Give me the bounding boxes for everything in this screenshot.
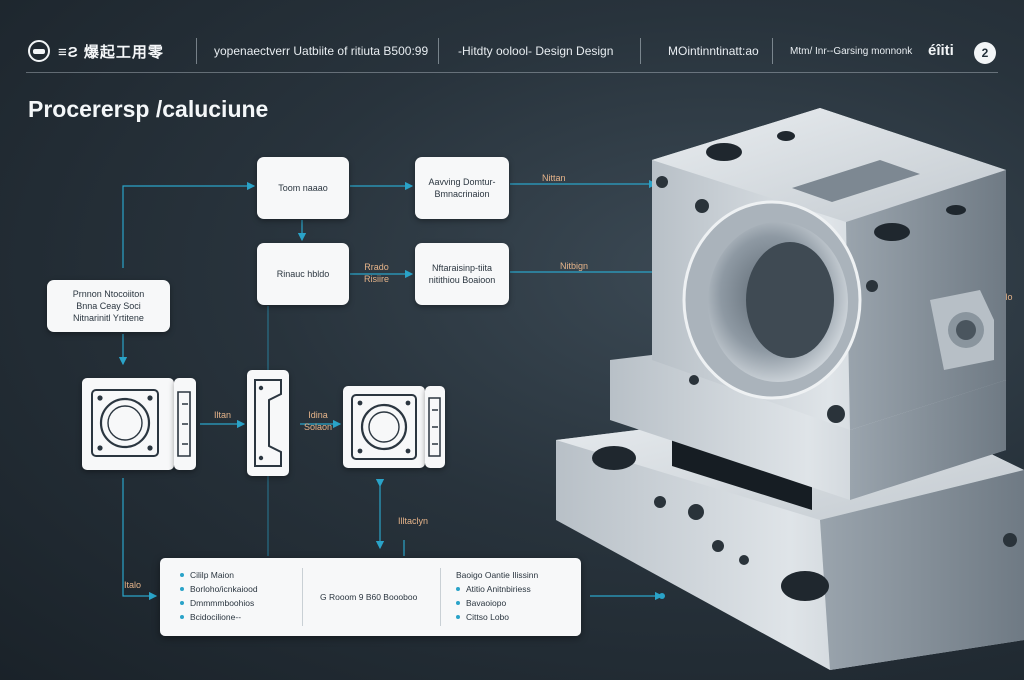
nav-divider bbox=[438, 38, 439, 64]
bullet-icon bbox=[180, 573, 184, 577]
part-tile-flange-small[interactable] bbox=[343, 386, 425, 468]
profile-part-icon bbox=[254, 379, 282, 467]
summary-item: Atitio Anitnbiriess bbox=[456, 582, 538, 596]
flange-small-side-icon bbox=[428, 397, 441, 457]
header-bar: ≡Ƨ 爆起工用零 yopenaectverr Uatbiite of ritiu… bbox=[0, 0, 1024, 84]
bullet-icon bbox=[180, 615, 184, 619]
summary-col-1: Cililp Maion Borloho/icnkaiood Dmmmmbooh… bbox=[180, 568, 258, 624]
label-right-2: Nitbign bbox=[560, 261, 589, 271]
label-arrow-2: Idina Solaon bbox=[304, 410, 333, 432]
flow-node-top[interactable]: Toom naaao bbox=[257, 157, 349, 219]
summary-col-3: Baoigo Oantie Ilissinn Atitio Anitnbirie… bbox=[456, 568, 538, 624]
part-tile-flange-small-side[interactable] bbox=[425, 386, 445, 468]
machined-part-render bbox=[556, 108, 1024, 670]
label-mid: Rrado Risiire bbox=[364, 262, 390, 284]
part-tile-flange-side[interactable] bbox=[174, 378, 196, 470]
summary-item: Bcidocilione-- bbox=[180, 610, 258, 624]
summary-item: Baoigo Oantie Ilissinn bbox=[456, 570, 539, 580]
nav-item-4[interactable]: Mtm/ Inr--Garsing monnonk bbox=[790, 46, 913, 57]
summary-divider bbox=[440, 568, 441, 626]
bullet-icon bbox=[456, 587, 460, 591]
label-left-bottom: Italo bbox=[124, 580, 142, 590]
connector-left-top bbox=[122, 181, 256, 268]
flange-small-icon bbox=[351, 394, 417, 460]
flange-side-icon bbox=[177, 391, 191, 457]
summary-item: Dmmmmboohios bbox=[180, 596, 258, 610]
label-vertical: Illtaclyn bbox=[398, 516, 429, 526]
nav-item-3[interactable]: MOintinntinatt:ao bbox=[668, 44, 759, 58]
logo-text: ≡Ƨ 爆起工用零 bbox=[58, 43, 164, 61]
connector-left-summary bbox=[122, 478, 158, 601]
flow-node-mid-right[interactable]: Nftaraisinp-tiita nitithiou Boaioon bbox=[415, 243, 509, 305]
label-right-3: Mo bbox=[1000, 292, 1013, 302]
bullet-icon bbox=[456, 615, 460, 619]
label-arrow-1: Iltan bbox=[214, 410, 232, 420]
summary-item: Borloho/icnkaiood bbox=[180, 582, 258, 596]
flange-part-icon bbox=[91, 389, 159, 457]
part-tile-profile[interactable] bbox=[247, 370, 289, 476]
logo[interactable]: ≡Ƨ 爆起工用零 bbox=[28, 40, 164, 62]
nav-divider bbox=[640, 38, 641, 64]
bullet-icon bbox=[456, 601, 460, 605]
nav-item-2[interactable]: -Hitdty oolool- Design Design bbox=[458, 44, 614, 58]
nav-item-1[interactable]: yopenaectverr Uatbiite of ritiuta B500:9… bbox=[214, 44, 429, 58]
summary-item: Cittso Lobo bbox=[456, 610, 538, 624]
nav-divider bbox=[196, 38, 197, 64]
summary-item: Cililp Maion bbox=[180, 568, 258, 582]
summary-col-2: G Rooom 9 B60 Boooboo bbox=[320, 590, 417, 604]
bullet-icon bbox=[180, 601, 184, 605]
header-rule bbox=[26, 72, 998, 73]
brand-mark-icon[interactable]: éîiti bbox=[928, 42, 954, 59]
flow-node-left[interactable]: Prnnon Ntocoiiton Bnna Ceay Soci Nitnari… bbox=[47, 280, 170, 332]
nav-divider bbox=[772, 38, 773, 64]
account-icon[interactable]: 2 bbox=[974, 42, 996, 64]
logo-icon bbox=[28, 40, 50, 62]
flow-node-mid[interactable]: Rinauc hbldo bbox=[257, 243, 349, 305]
summary-item: G Rooom 9 B60 Boooboo bbox=[320, 592, 418, 602]
flow-node-top-right[interactable]: Aavving Domtur- Bmnacrinaion bbox=[415, 157, 509, 219]
page-title: Procerersp /caluciune bbox=[28, 96, 269, 122]
label-right-1: Nittan bbox=[542, 173, 566, 183]
bullet-icon bbox=[180, 587, 184, 591]
part-tile-flange[interactable] bbox=[82, 378, 174, 470]
summary-panel: Cililp Maion Borloho/icnkaiood Dmmmmbooh… bbox=[160, 558, 581, 636]
summary-divider bbox=[302, 568, 303, 626]
callout-dot bbox=[659, 593, 665, 599]
summary-item: Bavaoiopo bbox=[456, 596, 538, 610]
